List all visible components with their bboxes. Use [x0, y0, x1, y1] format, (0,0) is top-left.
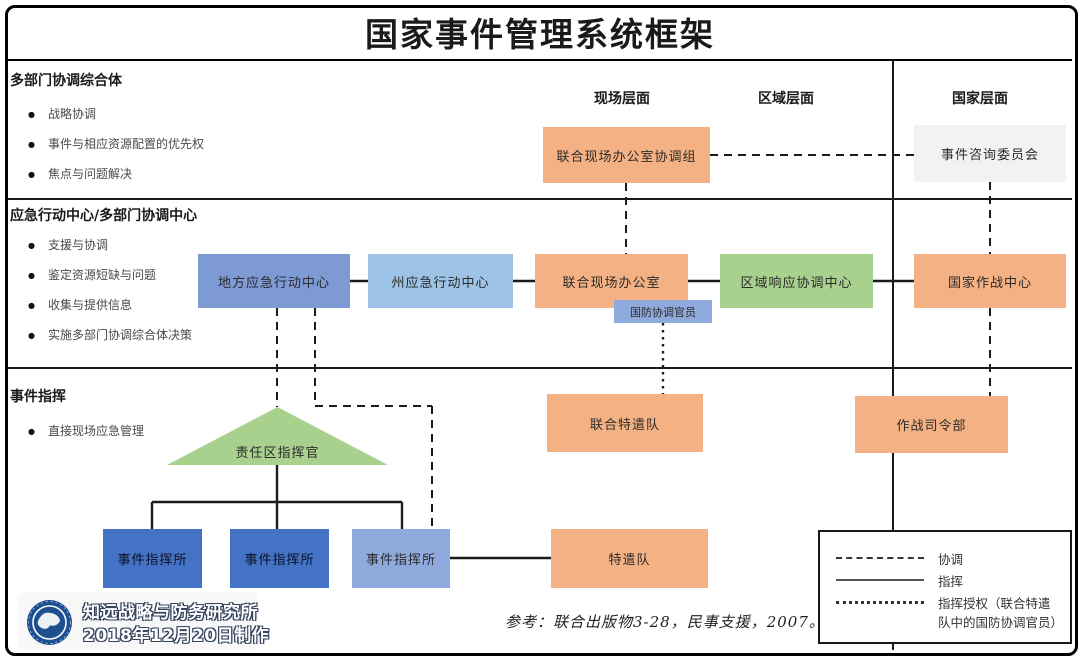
- bullet-item: 直接现场应急管理: [26, 416, 144, 447]
- node-state-eoc: 州应急行动中心: [368, 254, 513, 308]
- node-jfo-coordination-group: 联合现场办公室协调组: [543, 127, 710, 183]
- node-label: 责任区指挥官: [235, 446, 320, 461]
- node-label: 事件咨询委员会: [940, 148, 1039, 163]
- dashed-line-sample: [836, 557, 924, 559]
- node-area-commander: 责任区指挥官: [167, 407, 388, 465]
- watermark-org: 知远战略与防务研究所: [83, 603, 258, 623]
- level-label-national: 国家层面: [952, 91, 1008, 107]
- reference-note: 参考：联合出版物3-28，民事支援，2007。: [505, 613, 825, 631]
- node-label: 区域响应协调中心: [740, 275, 853, 291]
- node-national-operations-center: 国家作战中心: [914, 254, 1066, 308]
- node-label: 事件指挥所: [365, 553, 436, 568]
- section-bullets-mac-group: 战略协调 事件与相应资源配置的优先权 焦点与问题解决: [26, 99, 204, 190]
- watermark-date: 2018年12月20日制作: [83, 626, 270, 646]
- node-label: 作战司令部: [896, 419, 967, 434]
- legend-item-command: 指挥: [836, 572, 1058, 591]
- node-label: 特遣队: [608, 553, 651, 568]
- bullet-item: 事件与相应资源配置的优先权: [26, 129, 204, 160]
- dotted-line-sample: [836, 601, 924, 604]
- bullet-item: 支援与协调: [26, 230, 192, 261]
- bullet-item: 实施多部门协调综合体决策: [26, 320, 192, 351]
- section-header-mac-group: 多部门协调综合体: [10, 73, 122, 89]
- bullet-item: 战略协调: [26, 99, 204, 130]
- node-label: 州应急行动中心: [391, 275, 490, 291]
- node-label: 国家作战中心: [947, 275, 1032, 291]
- bullet-item: 焦点与问题解决: [26, 159, 204, 190]
- node-incident-command-post-1: 事件指挥所: [103, 529, 202, 588]
- section-header-incident-command: 事件指挥: [10, 389, 66, 405]
- node-label: 联合现场办公室: [562, 275, 661, 291]
- legend: 协调 指挥 指挥授权（联合特遣队中的国防协调官员）: [818, 530, 1072, 644]
- level-label-regional: 区域层面: [758, 91, 814, 107]
- node-label: 国防协调官员: [630, 305, 696, 319]
- section-bullets-incident-command: 直接现场应急管理: [26, 416, 144, 447]
- bullet-item: 收集与提供信息: [26, 290, 192, 321]
- outer-border: [5, 5, 1078, 656]
- page-title: 国家事件管理系统框架: [365, 15, 715, 54]
- node-task-force: 特遣队: [551, 529, 708, 588]
- node-joint-task-force: 联合特遣队: [547, 394, 703, 452]
- node-label: 联合现场办公室协调组: [556, 149, 697, 165]
- node-incident-command-post-3: 事件指挥所: [352, 529, 450, 588]
- section-bullets-eoc: 支援与协调 鉴定资源短缺与问题 收集与提供信息 实施多部门协调综合体决策: [26, 230, 192, 351]
- section-header-eoc: 应急行动中心/多部门协调中心: [10, 208, 198, 224]
- legend-label: 指挥授权（联合特遣队中的国防协调官员）: [938, 596, 1064, 631]
- legend-label: 协调: [938, 552, 964, 567]
- node-local-eoc: 地方应急行动中心: [198, 254, 350, 308]
- node-combatant-command: 作战司令部: [855, 396, 1008, 453]
- legend-item-command-authority: 指挥授权（联合特遣队中的国防协调官员）: [836, 594, 1064, 633]
- solid-line-sample: [836, 579, 924, 581]
- node-label: 联合特遣队: [589, 417, 660, 433]
- legend-item-coordination: 协调: [836, 550, 1058, 569]
- node-label: 事件指挥所: [244, 553, 315, 568]
- node-label: 地方应急行动中心: [217, 275, 330, 291]
- node-regional-response-coordination-center: 区域响应协调中心: [720, 254, 873, 308]
- level-label-field: 现场层面: [594, 91, 650, 107]
- node-incident-advisory-council: 事件咨询委员会: [914, 125, 1066, 182]
- node-defense-coordinating-officer: 国防协调官员: [614, 300, 712, 323]
- node-joint-field-office: 联合现场办公室: [535, 254, 688, 308]
- node-label: 事件指挥所: [117, 553, 188, 568]
- legend-label: 指挥: [938, 574, 964, 589]
- globe-logo: [27, 600, 72, 645]
- bullet-item: 鉴定资源短缺与问题: [26, 260, 192, 291]
- node-incident-command-post-2: 事件指挥所: [230, 529, 329, 588]
